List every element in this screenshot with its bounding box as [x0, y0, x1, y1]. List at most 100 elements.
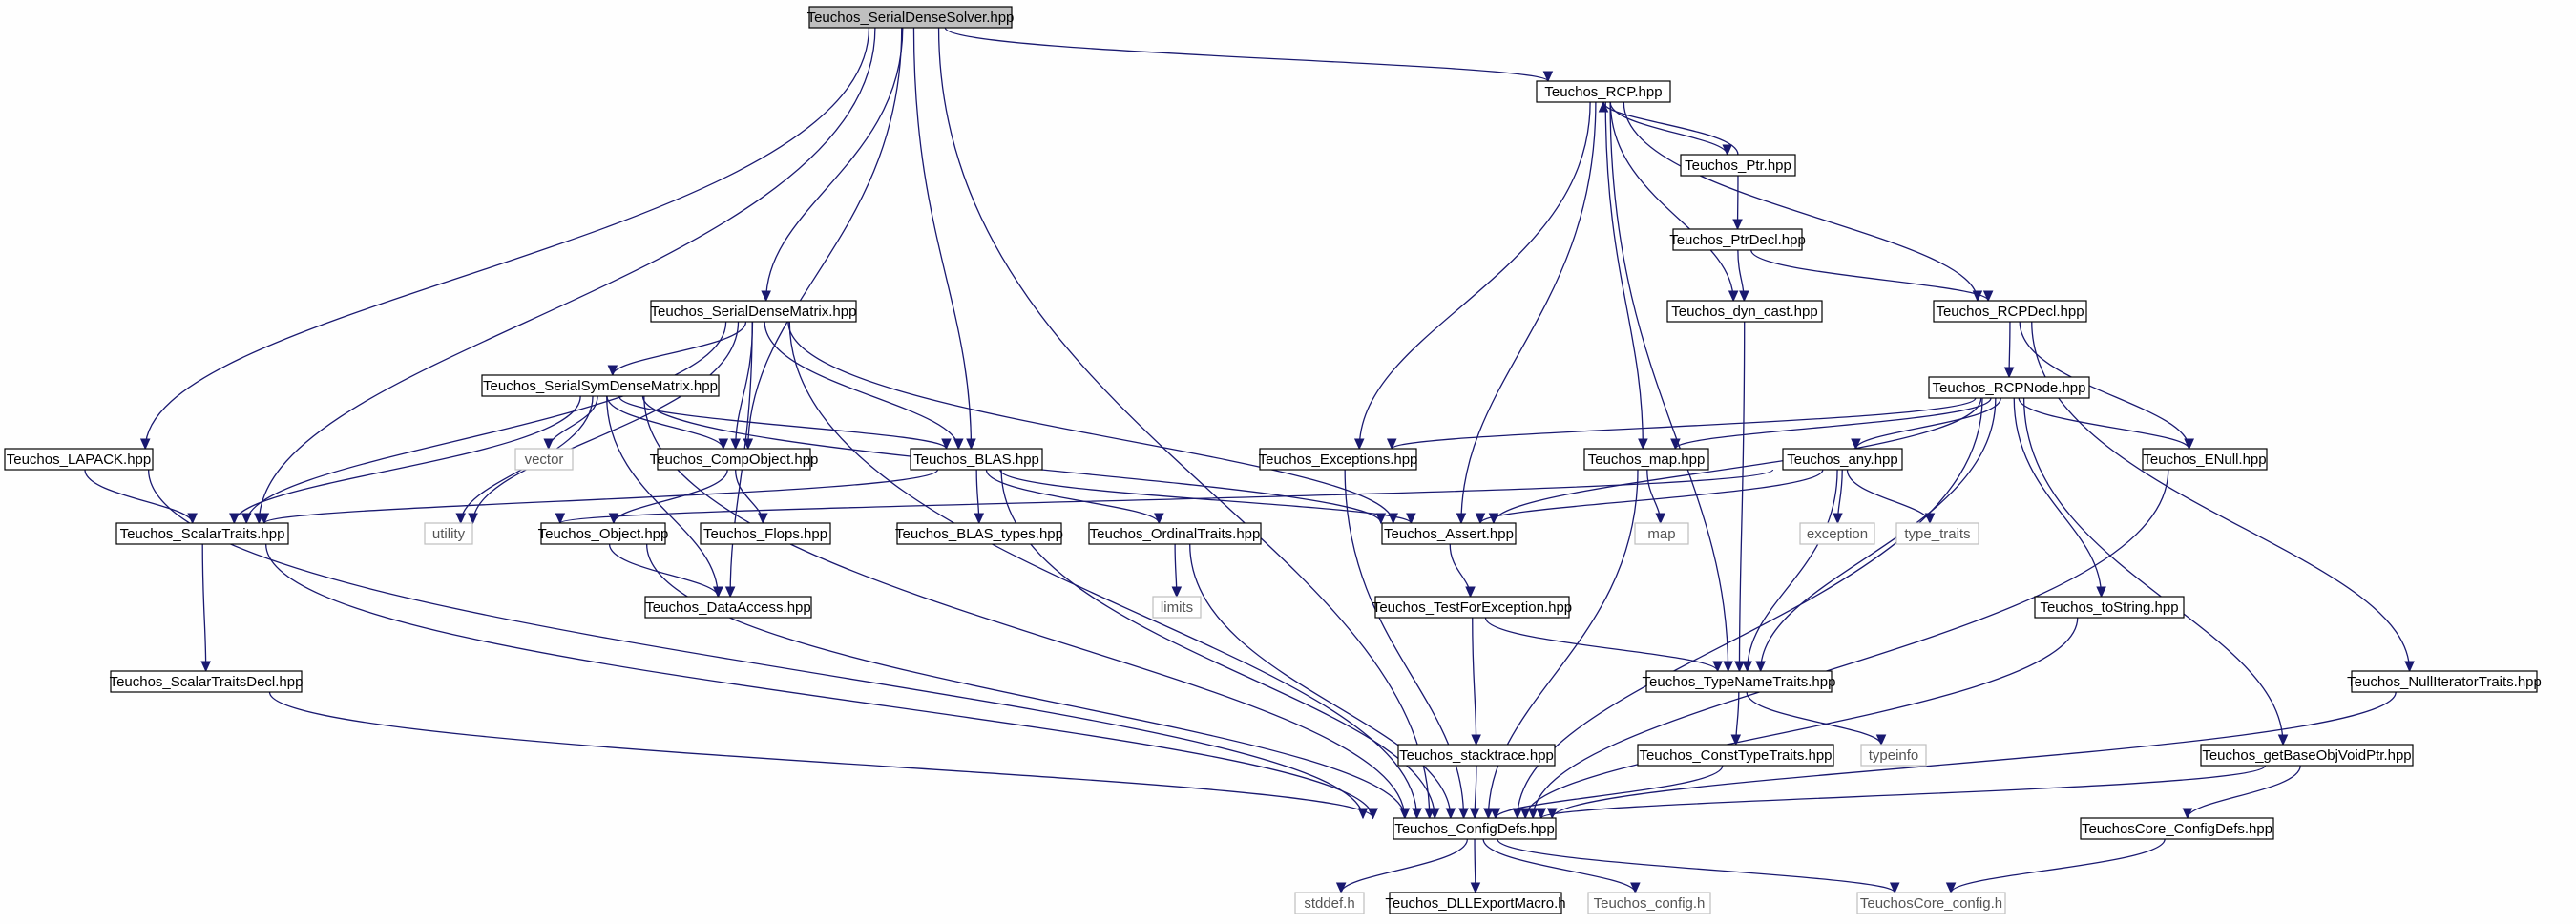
- node-box: [808, 6, 1013, 29]
- node-teuchos-ordinaltraits-hpp[interactable]: Teuchos_OrdinalTraits.hpp: [1088, 522, 1262, 545]
- edge-teuchos-blas-hpp-to-teuchos-assert-hpp: [999, 469, 1416, 525]
- arrowhead-icon: [1972, 290, 1983, 303]
- edge-line: [201, 543, 207, 672]
- arrowhead-icon: [1945, 882, 1957, 894]
- node-teuchos-scalartraits-hpp[interactable]: Teuchos_ScalarTraits.hpp: [115, 522, 289, 545]
- node-box: [1895, 522, 1979, 545]
- edge-teuchos-serialdensematrix-hpp-to-teuchos-serialsymdensematrix-hpp: [607, 321, 747, 377]
- arrowhead-icon: [1722, 144, 1732, 157]
- node-teuchos-rcpdecl-hpp[interactable]: Teuchos_RCPDecl.hpp: [1933, 300, 2087, 323]
- edge-teuchos-rcpdecl-hpp-to-teuchos-nulliteratortraits-hpp: [2031, 321, 2415, 673]
- edge-teuchos-scalartraitsdecl-hpp-to-teuchos-configdefs-hpp: [268, 691, 1378, 820]
- node-teuchos-serialdensematrix-hpp[interactable]: Teuchos_SerialDenseMatrix.hpp: [650, 300, 857, 323]
- arrowhead-icon: [1670, 438, 1681, 451]
- node-box: [1928, 376, 2090, 399]
- node-label: Teuchos_SerialDenseMatrix.hpp: [651, 304, 857, 320]
- node-label: Teuchos_ConstTypeTraits.hpp: [1639, 747, 1832, 764]
- arrowhead-icon: [1388, 513, 1398, 525]
- node-teuchos-configdefs-hpp[interactable]: Teuchos_ConfigDefs.hpp: [1393, 817, 1557, 840]
- node-teuchos-object-hpp[interactable]: Teuchos_Object.hpp: [538, 522, 669, 545]
- node-teuchos-serialsymdensematrix-hpp[interactable]: Teuchos_SerialSymDenseMatrix.hpp: [481, 374, 720, 397]
- edge-line: [999, 469, 1413, 524]
- edge-line: [1472, 617, 1477, 746]
- node-box: [1397, 744, 1556, 766]
- node-box: [514, 448, 574, 471]
- arrowhead-icon: [2184, 438, 2194, 451]
- edge-line: [1759, 397, 1997, 672]
- node-box: [644, 596, 812, 619]
- edge-line: [1479, 469, 1824, 524]
- edge-line: [1623, 101, 1979, 302]
- node-box: [1381, 522, 1517, 545]
- edge-teuchos-rcp-hpp-to-teuchos-dyn-cast-hpp: [1609, 101, 1739, 303]
- edge-teuchos-getbaseobjvoidptr-hpp-to-teuchoscore-configdefs-hpp: [2182, 765, 2301, 820]
- arrowhead-icon: [555, 513, 566, 525]
- node-box: [1152, 596, 1202, 619]
- node-teuchos-rcpnode-hpp[interactable]: Teuchos_RCPNode.hpp: [1928, 376, 2090, 399]
- edge-line: [2031, 321, 2411, 672]
- node-label: Teuchos_ScalarTraitsDecl.hpp: [110, 674, 304, 690]
- edge-teuchoscore-configdefs-hpp-to-teuchoscore-config-h: [1945, 838, 2166, 894]
- edge-teuchos-nulliteratortraits-hpp-to-teuchos-configdefs-hpp: [1547, 691, 2397, 820]
- node-teuchos-ptrdecl-hpp[interactable]: Teuchos_PtrDecl.hpp: [1669, 228, 1806, 251]
- node-box: [110, 670, 303, 693]
- node-teuchos-tostring-hpp[interactable]: Teuchos_toString.hpp: [2034, 596, 2185, 619]
- node-teuchos-nulliteratortraits-hpp[interactable]: Teuchos_NullIteratorTraits.hpp: [2347, 670, 2542, 693]
- edge-teuchos-scalartraits-hpp-to-teuchos-configdefs-hpp: [265, 543, 1378, 820]
- arrowhead-icon: [1335, 882, 1347, 894]
- node-teuchos-typenametraits-hpp[interactable]: Teuchos_TypeNameTraits.hpp: [1643, 670, 1836, 693]
- node-box: [1680, 154, 1796, 177]
- edge-teuchos-stacktrace-hpp-to-teuchos-configdefs-hpp: [1469, 765, 1480, 820]
- edge-teuchos-serialdensesolver-hpp-to-teuchos-rcp-hpp: [944, 27, 1554, 83]
- edge-teuchos-map-hpp-to-map: [1646, 469, 1665, 525]
- node-teuchos-scalartraitsdecl-hpp[interactable]: Teuchos_ScalarTraitsDecl.hpp: [110, 670, 304, 693]
- node-teuchos-assert-hpp[interactable]: Teuchos_Assert.hpp: [1381, 522, 1517, 545]
- node-teuchos-map-hpp[interactable]: Teuchos_map.hpp: [1583, 448, 1709, 471]
- node-teuchos-enull-hpp[interactable]: Teuchos_ENull.hpp: [2142, 448, 2268, 471]
- edge-teuchos-rcpnode-hpp-to-teuchos-getbaseobjvoidptr-hpp: [2022, 397, 2289, 746]
- arrowhead-icon: [1630, 882, 1641, 894]
- edge-line: [1846, 469, 1931, 524]
- node-label: TeuchosCore_config.h: [1860, 895, 2002, 912]
- node-teuchos-any-hpp[interactable]: Teuchos_any.hpp: [1782, 448, 1903, 471]
- node-teuchos-blas-hpp[interactable]: Teuchos_BLAS.hpp: [910, 448, 1043, 471]
- node-label: Teuchos_Object.hpp: [538, 526, 669, 542]
- node-teuchos-consttypetraits-hpp[interactable]: Teuchos_ConstTypeTraits.hpp: [1637, 744, 1834, 766]
- node-teuchos-dyn-cast-hpp[interactable]: Teuchos_dyn_cast.hpp: [1666, 300, 1823, 323]
- node-teuchos-blas-types-hpp[interactable]: Teuchos_BLAS_types.hpp: [895, 522, 1063, 545]
- node-label: typeinfo: [1869, 747, 1919, 764]
- node-teuchos-compobject-hpp[interactable]: Teuchos_CompObject.hpp: [650, 448, 819, 471]
- node-box: [1645, 670, 1833, 693]
- edge-teuchos-serialsymdensematrix-hpp-to-teuchos-scalartraits-hpp: [229, 395, 581, 525]
- node-box: [1782, 448, 1903, 471]
- node-teuchos-ptr-hpp[interactable]: Teuchos_Ptr.hpp: [1680, 154, 1796, 177]
- edge-teuchos-serialdensematrix-hpp-to-utility: [468, 321, 740, 525]
- node-label: Teuchos_map.hpp: [1588, 452, 1706, 468]
- node-box: [1587, 892, 1711, 914]
- node-teuchos-dllexportmacro-h[interactable]: Teuchos_DLLExportMacro.h: [1385, 892, 1566, 914]
- edge-line: [1674, 397, 1992, 450]
- edge-line: [84, 469, 194, 524]
- edge-teuchos-any-hpp-to-exception: [1833, 469, 1843, 525]
- arrowhead-icon: [1353, 438, 1365, 451]
- edge-teuchos-serialdensematrix-hpp-to-teuchos-blas-hpp: [764, 321, 964, 451]
- node-teuchos-rcp-hpp[interactable]: Teuchos_RCP.hpp: [1536, 80, 1671, 103]
- arrowhead-icon: [543, 438, 554, 451]
- node-teuchos-stacktrace-hpp[interactable]: Teuchos_stacktrace.hpp: [1397, 744, 1556, 766]
- edge-teuchos-any-hpp-to-teuchos-typenametraits-hpp: [1742, 469, 1838, 673]
- node-teuchos-lapack-hpp[interactable]: Teuchos_LAPACK.hpp: [4, 448, 154, 471]
- edge-teuchos-ordinaltraits-hpp-to-limits: [1171, 543, 1183, 598]
- edge-teuchos-rcpnode-hpp-to-teuchos-assert-hpp: [1488, 397, 1982, 525]
- node-label: vector: [525, 452, 564, 468]
- node-map: map: [1634, 522, 1689, 545]
- node-teuchos-dataaccess-hpp[interactable]: Teuchos_DataAccess.hpp: [644, 596, 812, 619]
- edge-line: [265, 543, 1374, 819]
- node-teuchos-testforexception-hpp[interactable]: Teuchos_TestForException.hpp: [1372, 596, 1572, 619]
- node-teuchos-getbaseobjvoidptr-hpp[interactable]: Teuchos_getBaseObjVoidPtr.hpp: [2200, 744, 2414, 766]
- node-teuchoscore-configdefs-hpp[interactable]: TeuchosCore_ConfigDefs.hpp: [2080, 817, 2274, 840]
- edge-line: [912, 27, 973, 450]
- node-teuchos-exceptions-hpp[interactable]: Teuchos_Exceptions.hpp: [1259, 448, 1418, 471]
- arrowhead-icon: [761, 290, 771, 303]
- node-teuchos-flops-hpp[interactable]: Teuchos_Flops.hpp: [700, 522, 831, 545]
